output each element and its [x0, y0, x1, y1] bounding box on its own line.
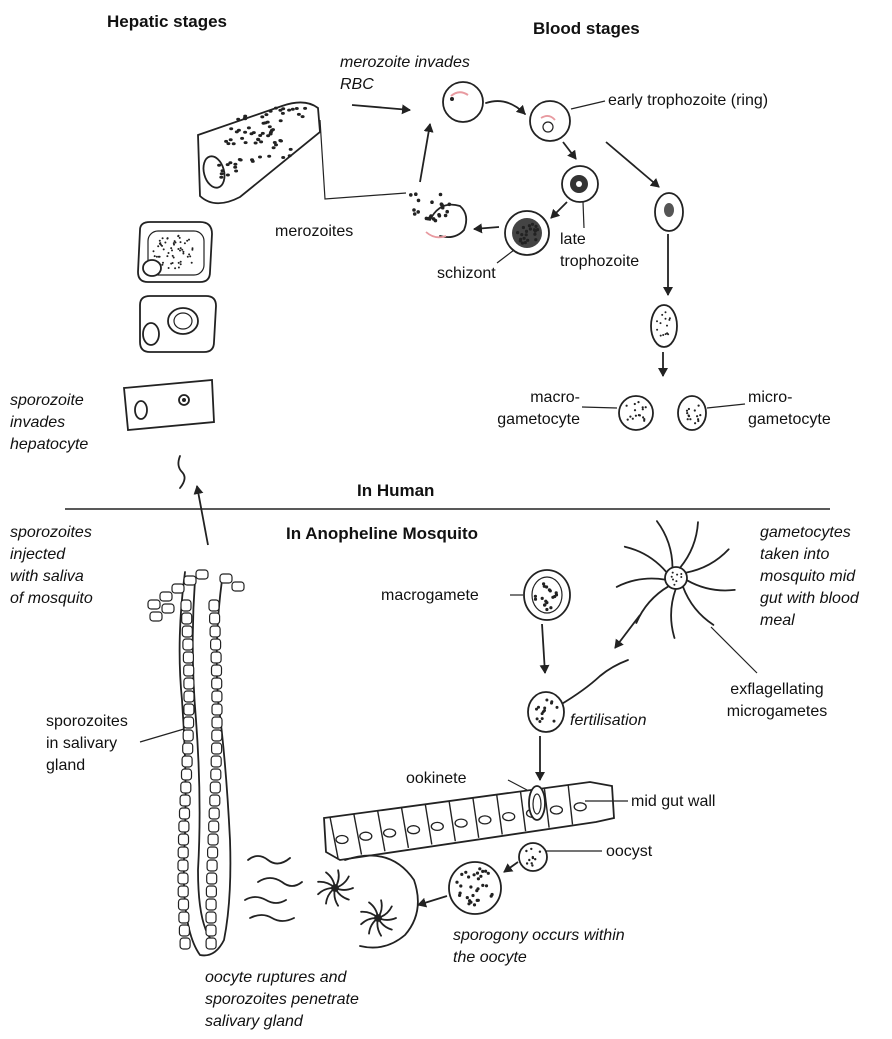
label-sporozoites-salivary: sporozoites in salivary gland	[46, 711, 128, 777]
arrow-oocyst-to-sporogony	[504, 862, 518, 872]
label-gametocytes-taken: gametocytes taken into mosquito mid gut …	[760, 522, 859, 632]
rbc-early-trophozoite	[530, 101, 570, 141]
label-exflagellating: exflagellating microgametes	[712, 679, 842, 723]
hepatocyte-rupturing	[198, 102, 320, 203]
in-mosquito-heading: In Anopheline Mosquito	[286, 523, 478, 545]
rupturing-rbc-merozoites	[409, 192, 466, 237]
exflagellating-microgamete-star	[617, 521, 735, 638]
label-sporozoite-invades: sporozoite invades hepatocyte	[10, 390, 88, 456]
arrow-late-to-schizont	[551, 202, 567, 218]
leader-early-trophozoite	[571, 101, 605, 109]
microgametocyte-cell	[678, 396, 706, 430]
rbc-schizont	[505, 211, 549, 255]
label-oocyte-ruptures: oocyte ruptures and sporozoites penetrat…	[205, 967, 359, 1033]
arrow-schizont-to-merozoites	[474, 227, 499, 229]
leader-microgametocyte	[707, 404, 745, 408]
macrogamete-cell	[524, 570, 570, 620]
salivary-gland	[148, 570, 244, 955]
label-merozoites: merozoites	[275, 221, 353, 243]
zygote-cell	[528, 692, 564, 732]
hepatic-stages-heading: Hepatic stages	[107, 11, 227, 33]
microgamete-flagellum	[560, 660, 628, 705]
rbc-early-gametocyte	[655, 193, 683, 231]
label-sporozoites-injected: sporozoites injected with saliva of mosq…	[10, 522, 93, 610]
oocyst-small	[519, 843, 547, 871]
arrow-rbc-to-ring	[486, 101, 525, 114]
label-macrogametocyte: macro- gametocyte	[474, 387, 580, 431]
arrow-microgamete-down	[615, 615, 640, 648]
label-oocyst: oocyst	[606, 841, 652, 863]
leader-late-trophozoite	[583, 202, 584, 228]
label-ookinete: ookinete	[406, 768, 467, 790]
arrow-macrogamete-down	[542, 624, 545, 673]
ookinete-cell	[529, 786, 545, 820]
label-mid-gut-wall: mid gut wall	[631, 791, 715, 813]
rupturing-oocyst	[318, 856, 418, 948]
label-sporogony: sporogony occurs within the oocyte	[453, 925, 625, 969]
free-sporozoites	[245, 856, 302, 921]
blood-stages-heading: Blood stages	[533, 18, 640, 40]
label-merozoite-invades: merozoite invades RBC	[340, 52, 470, 96]
rbc-mature-gametocyte	[651, 305, 677, 347]
leader-exflagellating	[711, 627, 757, 673]
label-late-trophozoite: late trophozoite	[560, 229, 639, 273]
arrow-merozoites-reinvade	[420, 124, 430, 182]
sporozoite-squiggle	[178, 456, 184, 488]
leader-sporozoites-salivary	[140, 729, 184, 742]
hepatocyte-newly-invaded	[124, 380, 214, 430]
label-microgametocyte: micro- gametocyte	[748, 387, 831, 431]
label-macrogamete: macrogamete	[381, 585, 479, 607]
arrow-to-hepatocyte	[197, 486, 208, 545]
rbc-late-trophozoite	[562, 166, 598, 202]
arrow-ring-to-late	[563, 142, 576, 159]
label-fertilisation: fertilisation	[570, 710, 646, 732]
label-schizont: schizont	[437, 263, 496, 285]
leader-schizont	[497, 250, 514, 263]
leader-merozoites	[320, 120, 406, 199]
oocyst-sporogony	[449, 862, 501, 914]
macrogametocyte-cell	[619, 396, 653, 430]
arrow-merozoite-invades	[352, 105, 410, 110]
hepatocyte-developing-schizont	[140, 296, 216, 352]
label-early-trophozoite: early trophozoite (ring)	[608, 90, 768, 112]
leader-ookinete	[508, 780, 527, 790]
in-human-heading: In Human	[357, 480, 434, 502]
hepatocyte-mature-schizont	[138, 222, 212, 282]
leader-macrogametocyte	[582, 407, 617, 408]
midgut-wall-epithelium	[324, 782, 614, 860]
arrow-sporogony-to-rupture	[418, 896, 447, 905]
arrow-ring-to-gametocyte	[606, 142, 659, 187]
